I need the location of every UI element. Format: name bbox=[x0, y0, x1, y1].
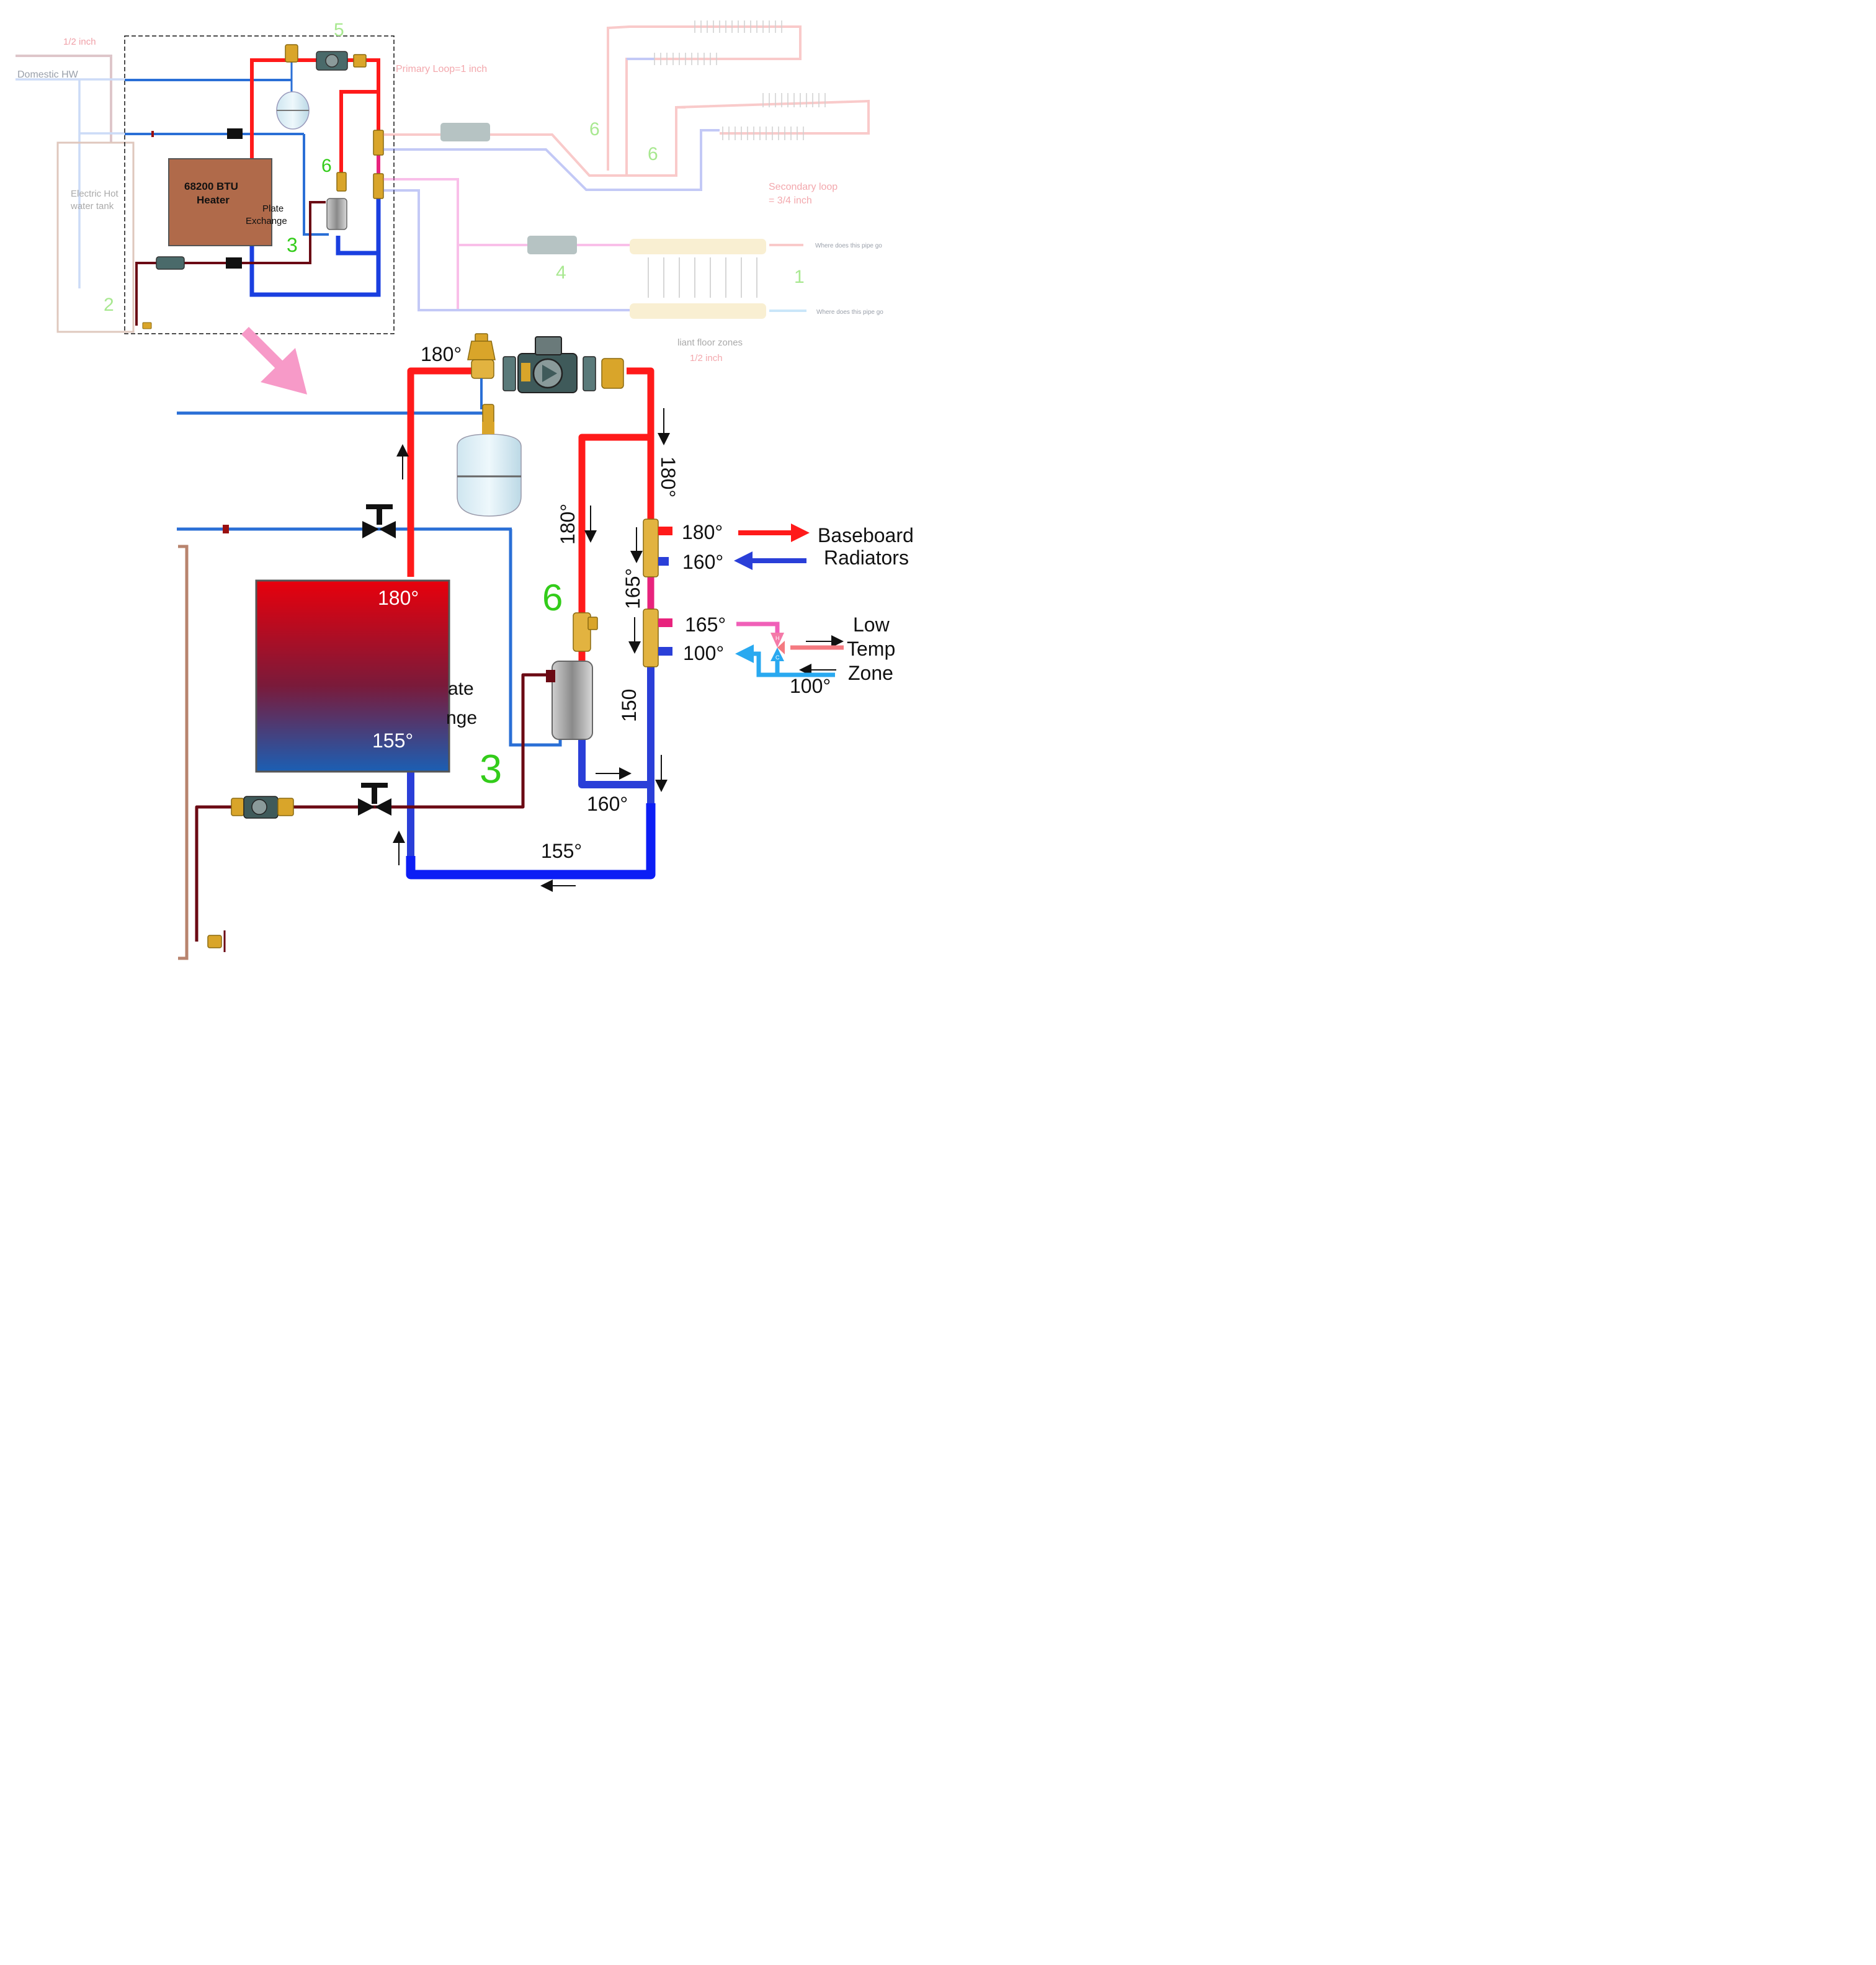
separator-return-pipe bbox=[578, 726, 651, 788]
air-vent-valve bbox=[467, 333, 496, 424]
plate-exchanger bbox=[255, 579, 450, 773]
overview-number-5: 5 bbox=[334, 20, 344, 40]
temp-160-bottom: 160° bbox=[587, 793, 628, 815]
overview-faded-left bbox=[16, 55, 135, 333]
overview-tank-label-2: water tank bbox=[70, 201, 114, 212]
detail-ball-valves bbox=[358, 504, 396, 816]
overview-heater bbox=[168, 158, 272, 246]
lowtemp-label-2: Temp bbox=[847, 638, 895, 660]
mix-c-label: C bbox=[775, 654, 780, 661]
mix-h-label: H bbox=[775, 635, 780, 641]
overview-number-2: 2 bbox=[104, 295, 114, 315]
overview-plate-label-1: Plate bbox=[262, 203, 284, 214]
temp-155-bottom: 155° bbox=[541, 840, 582, 862]
overview-boiler-piping: 68200 BTU Heater Plate Exchange bbox=[125, 44, 384, 329]
overview-number-6c: 6 bbox=[648, 144, 658, 164]
overview-pump-2 bbox=[156, 256, 185, 270]
overview-faded-right bbox=[383, 20, 870, 319]
electric-tank bbox=[56, 141, 135, 333]
overview-number-6: 6 bbox=[321, 156, 332, 176]
overview-secondary-loop-1: Secondary loop bbox=[769, 182, 838, 192]
baseboard-label-2: Radiators bbox=[824, 546, 909, 569]
zoom-region-box bbox=[124, 35, 395, 334]
mixing-valve: H M C bbox=[770, 633, 791, 661]
primary-supply-right bbox=[627, 367, 654, 520]
overview-secondary-loop-2: = 3/4 inch bbox=[769, 195, 812, 206]
domestic-shutoff-valve[interactable] bbox=[362, 504, 396, 538]
baseboard-return-temp: 160° bbox=[682, 551, 723, 573]
detail-diagram: 180° 155° ate nge bbox=[177, 333, 914, 960]
overview-where-pipe-2: Where does this pipe go bbox=[816, 309, 883, 316]
zoom-arrow bbox=[241, 326, 307, 394]
plate-temp-180: 180° bbox=[378, 587, 419, 609]
lowtemp-supply-temp: 165° bbox=[685, 613, 726, 636]
overview-radiant-floor: liant floor zones bbox=[677, 337, 743, 348]
baseboard-label-1: Baseboard bbox=[818, 524, 914, 546]
overview-number-3: 3 bbox=[287, 234, 298, 256]
plate-label-partial-2: nge bbox=[446, 708, 477, 728]
overview-domestic-hw: Domestic HW bbox=[17, 69, 79, 80]
mix-m-label: M bbox=[786, 645, 791, 651]
overview-number-6b: 6 bbox=[589, 119, 600, 140]
expansion-tank bbox=[457, 422, 522, 517]
overview-primary-loop: Primary Loop=1 inch bbox=[396, 64, 487, 74]
overview-heater-label-2: Heater bbox=[197, 194, 230, 206]
flow-arrows bbox=[393, 408, 844, 892]
overview-valves bbox=[226, 128, 243, 269]
electric-tank-wall bbox=[178, 545, 189, 960]
gas-shutoff-valve[interactable] bbox=[358, 783, 391, 816]
diagram-stage: 1/2 inch Domestic HW Electric Hot water … bbox=[0, 0, 938, 982]
mix-cold-pipe bbox=[750, 651, 835, 677]
temp-150-vertical: 150 bbox=[618, 689, 640, 722]
overview-where-pipe-1: Where does this pipe go bbox=[815, 243, 882, 249]
temp-180-top: 180° bbox=[421, 343, 462, 365]
baseboard-supply-temp: 180° bbox=[682, 521, 723, 543]
lowtemp-label-3: Zone bbox=[848, 662, 893, 684]
primary-supply-pipe bbox=[407, 367, 478, 577]
mix-hot-pipe bbox=[736, 622, 780, 638]
zone-valve-6 bbox=[573, 612, 598, 652]
label-number-6: 6 bbox=[542, 577, 563, 618]
plumbing-diagram: 1/2 inch Domestic HW Electric Hot water … bbox=[16, 20, 914, 960]
overview-diagram: 1/2 inch Domestic HW Electric Hot water … bbox=[16, 20, 883, 363]
label-number-3: 3 bbox=[480, 746, 502, 791]
overview-separator bbox=[326, 198, 347, 230]
temp-180-right-vertical: 180° bbox=[657, 457, 679, 497]
lowtemp-mix-temp: 100° bbox=[790, 675, 831, 697]
overview-number-1: 1 bbox=[794, 267, 805, 287]
plate-temp-155: 155° bbox=[372, 729, 413, 752]
hydraulic-separator bbox=[546, 661, 593, 740]
overview-half-inch-top: 1/2 inch bbox=[63, 37, 96, 47]
overview-half-inch-bottom: 1/2 inch bbox=[690, 353, 723, 363]
gas-line bbox=[195, 673, 555, 942]
lowtemp-return-temp: 100° bbox=[683, 642, 724, 664]
overview-heater-label-1: 68200 BTU bbox=[184, 180, 238, 192]
temp-165-vertical: 165° bbox=[622, 568, 644, 609]
gas-line-pump bbox=[231, 796, 294, 819]
overview-plate-label-2: Exchange bbox=[246, 216, 287, 226]
overview-tank-label-1: Electric Hot bbox=[71, 189, 119, 199]
plate-label-partial-1: ate bbox=[448, 679, 474, 699]
temp-180-inner-vertical: 180° bbox=[556, 504, 579, 545]
circulator-pump-5 bbox=[502, 336, 624, 393]
overview-number-4: 4 bbox=[556, 262, 566, 283]
separator-supply-pipe bbox=[578, 434, 651, 613]
closely-spaced-tees bbox=[643, 519, 672, 667]
drain-valve bbox=[207, 930, 226, 952]
lowtemp-label-1: Low bbox=[853, 613, 890, 636]
